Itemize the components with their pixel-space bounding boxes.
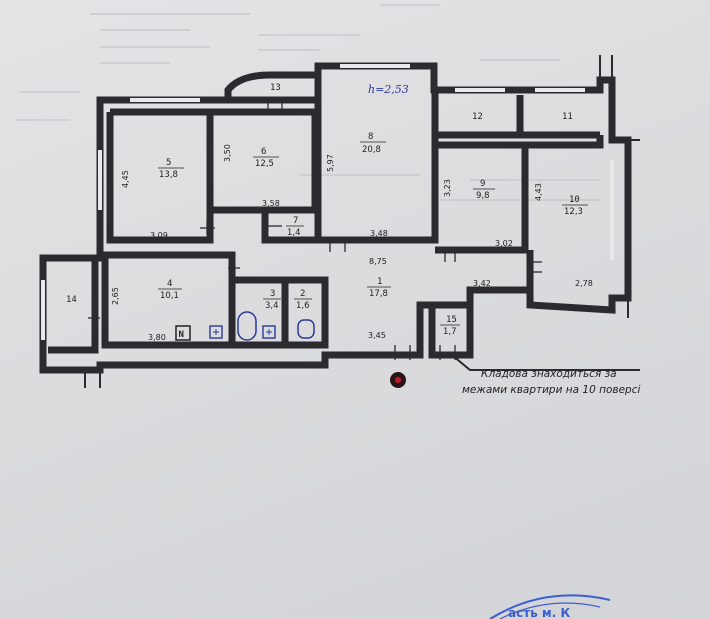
dim-room5-width: 3,09 — [150, 231, 168, 240]
dim-room6-height: 3,50 — [223, 144, 232, 162]
dim-room8-width: 3,48 — [370, 229, 388, 238]
dim-hall-width: 8,75 — [369, 257, 387, 266]
dim-hall-right: 3,42 — [473, 279, 491, 288]
dim-room9-width: 3,02 — [495, 239, 513, 248]
room-7-number: 7 — [293, 216, 298, 226]
room-1-number: 1 — [377, 277, 382, 287]
room-3-number: 3 — [270, 289, 275, 299]
dim-room6-width: 3,58 — [262, 199, 280, 208]
dim-room9-height: 3,23 — [443, 179, 452, 197]
room-12-number: 12 — [472, 112, 483, 122]
door-marks — [88, 100, 542, 360]
kitchen-sink-icon — [209, 325, 223, 339]
room-2-area: 1,6 — [296, 301, 310, 311]
room-13-number: 13 — [270, 83, 281, 93]
room-7-area: 1,4 — [287, 228, 301, 238]
dim-hall-bottom: 3,45 — [368, 331, 386, 340]
room-15-area: 1,7 — [443, 327, 457, 337]
dim-room4-height: 2,65 — [111, 287, 120, 305]
note-line-2: межами квартири на 10 поверсі — [462, 384, 640, 396]
room-4-area: 10,1 — [160, 291, 179, 301]
room-3-area: 3,4 — [265, 301, 279, 311]
room-2-number: 2 — [300, 289, 305, 299]
room-1-area: 17,8 — [369, 289, 388, 299]
room-10-area: 12,3 — [564, 207, 583, 217]
room-6-number: 6 — [261, 147, 266, 157]
sink-icon — [262, 325, 276, 339]
stamp: асть м. К — [489, 594, 611, 619]
ceiling-height-note: h=2,53 — [368, 83, 409, 96]
walls — [39, 55, 640, 388]
room-8-number: 8 — [368, 132, 373, 142]
dim-room5-height: 4,45 — [121, 170, 130, 188]
room-9-number: 9 — [480, 179, 485, 189]
note-line-1: Кладова знаходиться за — [481, 368, 617, 380]
room-9-area: 9,8 — [476, 191, 490, 201]
plumbing-fixtures: N — [175, 311, 315, 341]
bathtub-icon — [237, 311, 257, 341]
gas-stove-icon — [175, 325, 191, 341]
dim-room10-height: 4,43 — [534, 183, 543, 201]
room-5-number: 5 — [166, 158, 171, 168]
room-14-number: 14 — [66, 295, 77, 305]
room-11-number: 11 — [562, 112, 573, 122]
room-labels: 13 8 20,8 12 11 5 13,8 6 12,5 9 9,8 10 1… — [66, 83, 588, 337]
dim-room10-width: 2,78 — [575, 279, 593, 288]
room-15-number: 15 — [446, 315, 457, 325]
room-4-number: 4 — [167, 279, 172, 289]
dimension-labels: 4,45 3,50 5,97 3,23 4,43 3,58 3,09 3,48 … — [111, 144, 593, 342]
dim-room4-width: 3,80 — [148, 333, 166, 342]
dim-room8-height: 5,97 — [326, 154, 335, 172]
room-8-area: 20,8 — [362, 145, 381, 155]
storage-note: Кладова знаходиться за межами квартири н… — [451, 354, 640, 396]
stamp-text: асть м. К — [508, 606, 570, 619]
toilet-icon — [297, 319, 315, 339]
faint-header — [15, 4, 600, 201]
room-10-number: 10 — [569, 195, 580, 205]
room-5-area: 13,8 — [159, 170, 178, 180]
room-6-area: 12,5 — [255, 159, 274, 169]
svg-text:N: N — [179, 330, 184, 340]
windows — [41, 64, 614, 340]
